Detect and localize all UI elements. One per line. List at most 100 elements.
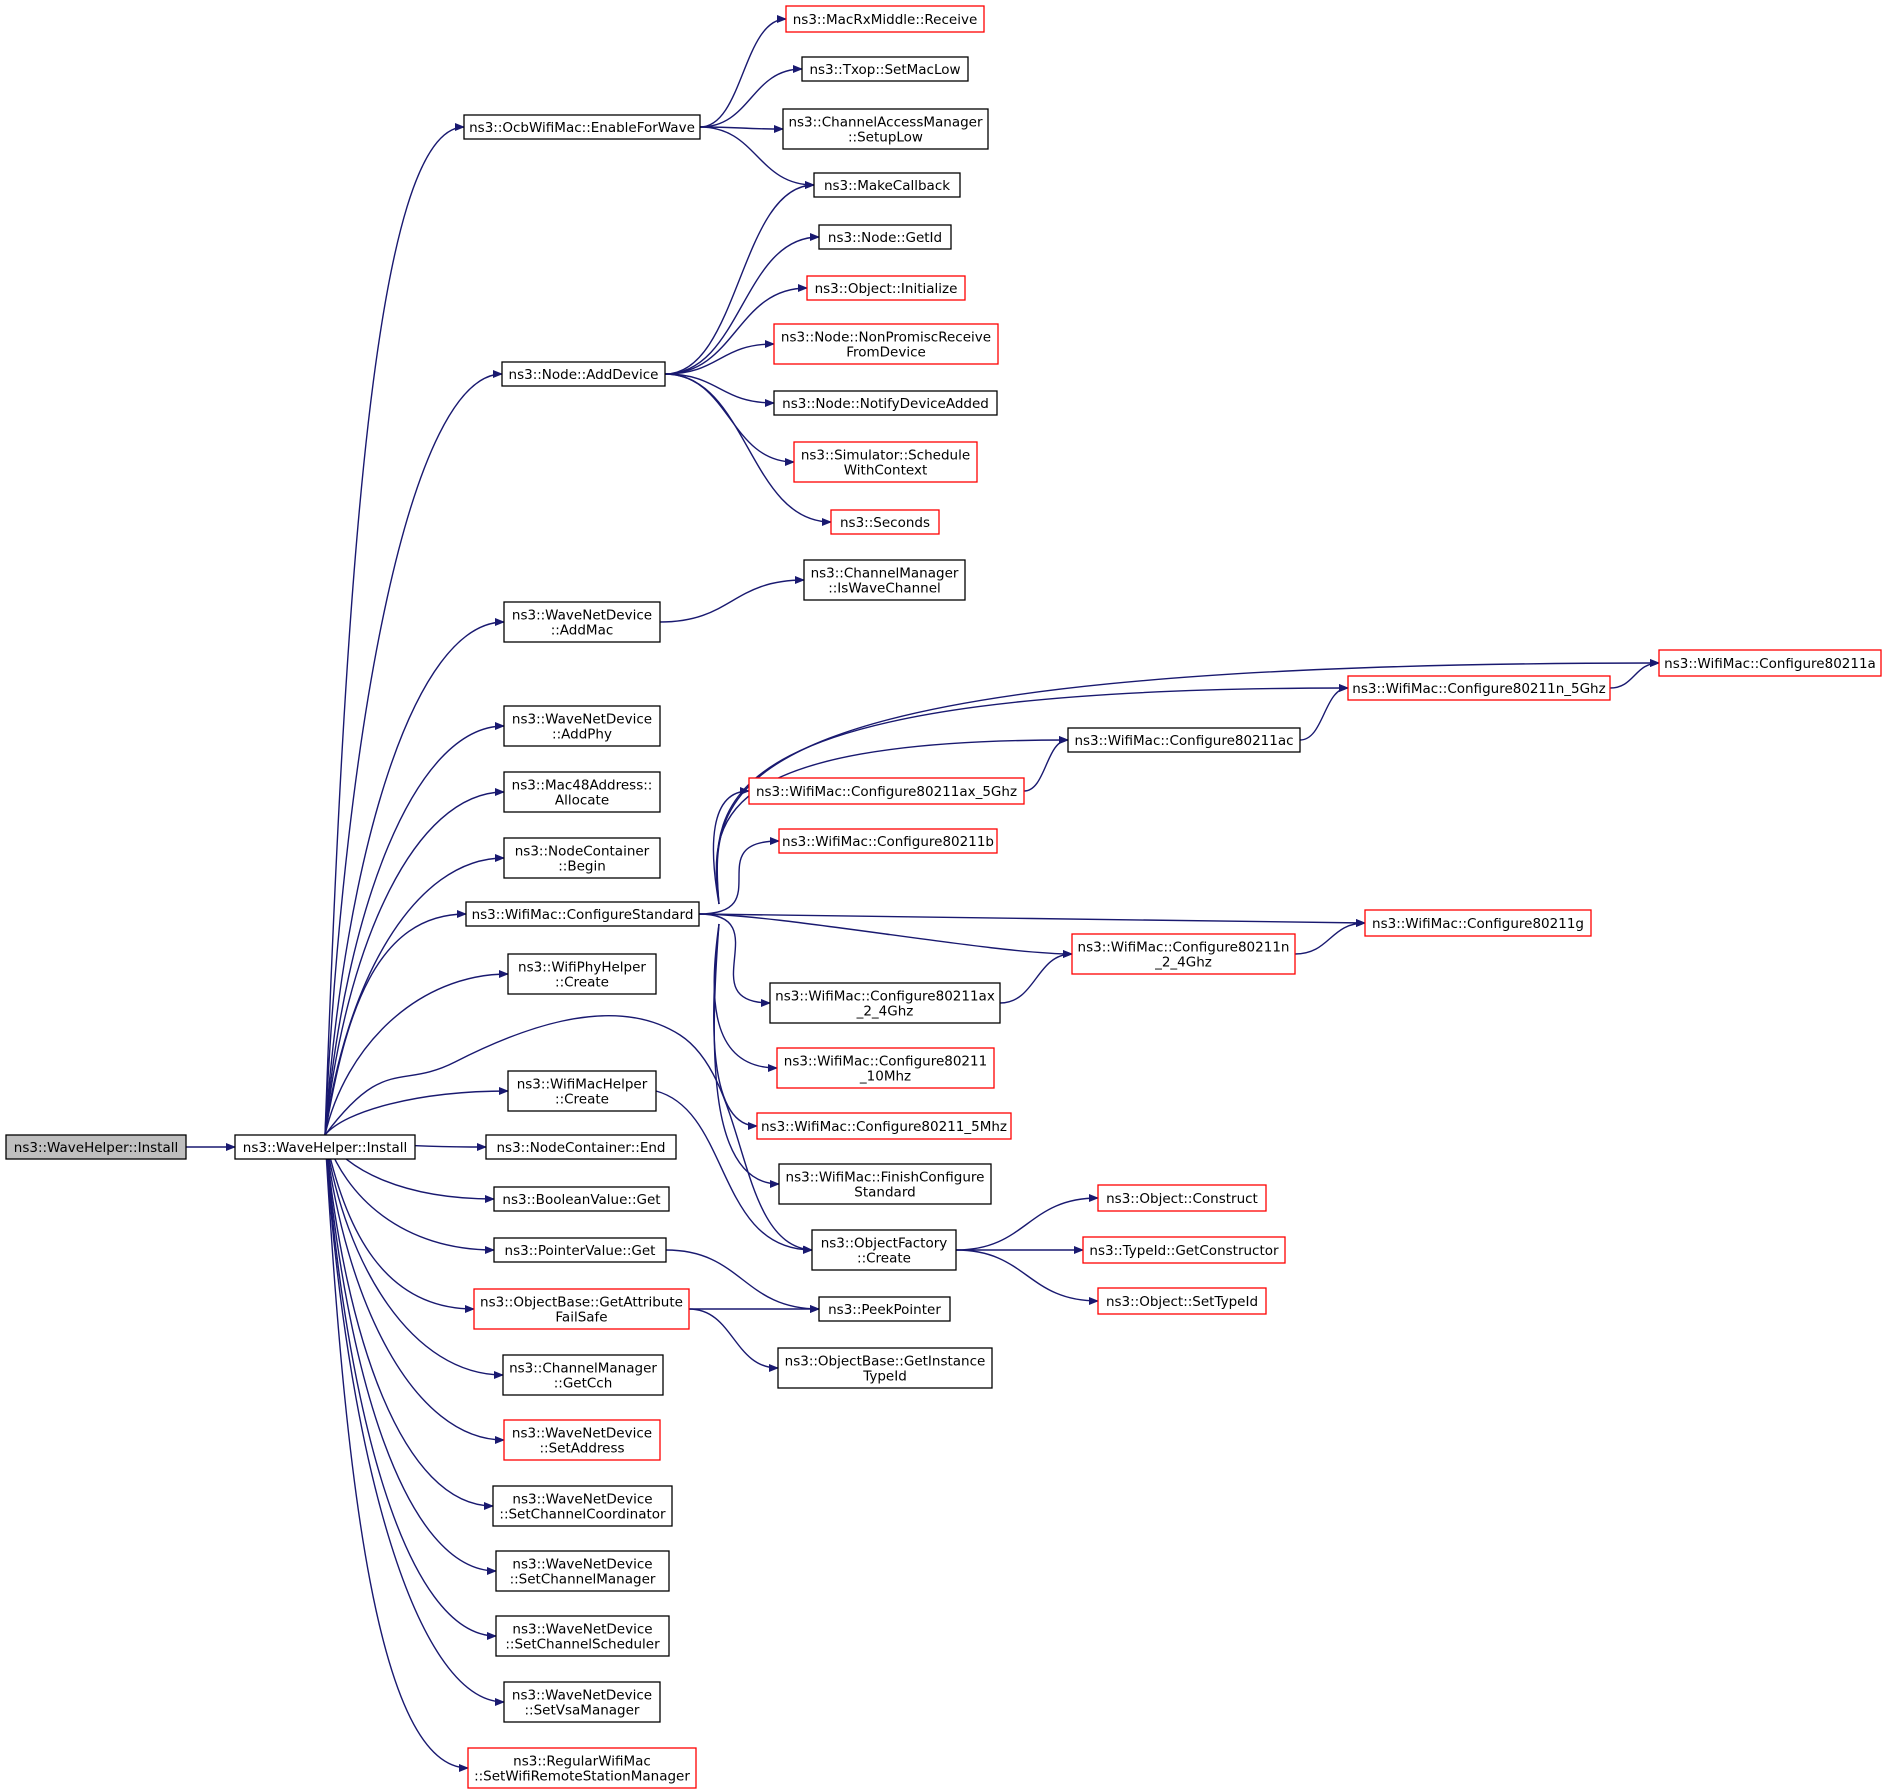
- node-mac48-allocate[interactable]: ns3::Mac48Address::Allocate: [503, 771, 661, 813]
- node-wifimac-5mhz[interactable]: ns3::WifiMac::Configure80211_5Mhz: [756, 1112, 1012, 1140]
- node-node-adddevice[interactable]: ns3::Node::AddDevice: [501, 361, 666, 387]
- node-wnd-setcs[interactable]: ns3::WaveNetDevice::SetChannelScheduler: [495, 1615, 670, 1657]
- node-of-create[interactable]: ns3::ObjectFactory::Create: [811, 1229, 957, 1271]
- node-wnd-setcm[interactable]: ns3::WaveNetDevice::SetChannelManager: [495, 1550, 670, 1592]
- node-wifimac-11n5[interactable]: ns3::WifiMac::Configure80211n_5Ghz: [1347, 675, 1611, 701]
- node-label: ns3::TypeId::GetConstructor: [1089, 1243, 1279, 1259]
- node-cm-iswave[interactable]: ns3::ChannelManager::IsWaveChannel: [803, 559, 966, 601]
- edge-install-to-nc-begin: [324, 854, 505, 1136]
- node-seconds[interactable]: ns3::Seconds: [830, 509, 940, 535]
- node-box: [473, 1288, 690, 1330]
- node-wifimac-11n24[interactable]: ns3::WifiMac::Configure80211n_2_4Ghz: [1071, 933, 1296, 975]
- node-obj-settypeid[interactable]: ns3::Object::SetTypeId: [1097, 1287, 1267, 1315]
- node-install[interactable]: ns3::WaveHelper::Install: [234, 1134, 416, 1160]
- edge-wnd-addmac-to-cm-iswave: [659, 576, 805, 623]
- node-rwm-setrsm[interactable]: ns3::RegularWifiMac::SetWifiRemoteStatio…: [467, 1747, 697, 1789]
- node-box: [793, 441, 978, 483]
- node-label: _10Mhz: [859, 1069, 911, 1085]
- edge-wifimac-configstd-to-wifimac-finish: [713, 923, 780, 1188]
- node-wnd-addmac[interactable]: ns3::WaveNetDevice::AddMac: [503, 601, 661, 643]
- node-wifimachelper-create[interactable]: ns3::WifiMacHelper::Create: [507, 1070, 657, 1112]
- node-label: ns3::ObjectFactory: [821, 1236, 948, 1252]
- node-box: [503, 705, 661, 747]
- node-label: ::SetChannelManager: [510, 1572, 656, 1588]
- edge-install-to-cm-getcch: [324, 1134, 504, 1379]
- edge-install-to-wifimachelper-create: [324, 1087, 509, 1136]
- node-box: [495, 1615, 670, 1657]
- edge-wifimac-configstd-to-wifimac-11ax5: [712, 787, 750, 905]
- node-label: ns3::Simulator::Schedule: [801, 448, 970, 464]
- node-macrx-receive[interactable]: ns3::MacRxMiddle::Receive: [785, 5, 985, 33]
- node-wifimac-11ac[interactable]: ns3::WifiMac::Configure80211ac: [1067, 727, 1301, 753]
- node-label: ns3::WifiMac::Configure80211g: [1372, 916, 1584, 932]
- node-box: [818, 1296, 951, 1322]
- node-label: ns3::WaveNetDevice: [512, 1426, 652, 1442]
- node-label: ns3::Node::NonPromiscReceive: [781, 330, 991, 346]
- node-wifimac-11a[interactable]: ns3::WifiMac::Configure80211a: [1658, 649, 1882, 677]
- node-wifimac-11g[interactable]: ns3::WifiMac::Configure80211g: [1364, 909, 1592, 937]
- node-box: [778, 1163, 992, 1205]
- node-label: ns3::ChannelManager: [509, 1361, 657, 1377]
- node-box: [818, 224, 952, 250]
- node-nc-end[interactable]: ns3::NodeContainer::End: [485, 1134, 677, 1160]
- node-nc-begin[interactable]: ns3::NodeContainer::Begin: [503, 837, 661, 879]
- node-box: [801, 56, 969, 82]
- node-wifimac-10mhz[interactable]: ns3::WifiMac::Configure80211_10Mhz: [776, 1047, 995, 1089]
- edge-install-to-of-create: [324, 1014, 813, 1254]
- node-ptr-get[interactable]: ns3::PointerValue::Get: [493, 1237, 667, 1263]
- node-box: [811, 1229, 957, 1271]
- node-wifimac-11b[interactable]: ns3::WifiMac::Configure80211b: [778, 828, 998, 854]
- node-node-notify[interactable]: ns3::Node::NotifyDeviceAdded: [773, 390, 998, 416]
- node-box: [773, 390, 998, 416]
- node-wifiphy-create[interactable]: ns3::WifiPhyHelper::Create: [507, 953, 657, 995]
- node-box: [493, 1237, 667, 1263]
- node-cam-setuplow[interactable]: ns3::ChannelAccessManager::SetupLow: [782, 108, 989, 150]
- node-object-initialize[interactable]: ns3::Object::Initialize: [806, 275, 966, 301]
- node-box: [503, 1419, 661, 1461]
- node-wifimac-11ax24[interactable]: ns3::WifiMac::Configure80211ax_2_4Ghz: [769, 982, 1001, 1024]
- node-wnd-setaddress[interactable]: ns3::WaveNetDevice::SetAddress: [503, 1419, 661, 1461]
- node-label: _2_4Ghz: [1154, 955, 1212, 971]
- node-peekpointer[interactable]: ns3::PeekPointer: [818, 1296, 951, 1322]
- node-makecallback[interactable]: ns3::MakeCallback: [813, 172, 961, 198]
- node-cm-getcch[interactable]: ns3::ChannelManager::GetCch: [502, 1354, 664, 1396]
- node-bool-get[interactable]: ns3::BooleanValue::Get: [493, 1186, 670, 1212]
- node-wnd-addphy[interactable]: ns3::WaveNetDevice::AddPhy: [503, 705, 661, 747]
- node-label: ns3::NodeContainer: [515, 844, 650, 860]
- node-root: ns3::WaveHelper::Install: [5, 1134, 187, 1160]
- node-label: ns3::WaveNetDevice: [512, 1688, 652, 1704]
- edge-install-to-wnd-setaddress: [324, 1134, 505, 1444]
- node-label: ns3::Txop::SetMacLow: [809, 62, 960, 78]
- node-wnd-setcc[interactable]: ns3::WaveNetDevice::SetChannelCoordinato…: [492, 1485, 673, 1527]
- edge-wifimac-configstd-to-wifimac-10mhz: [713, 923, 778, 1072]
- node-label: ::SetChannelCoordinator: [499, 1507, 666, 1523]
- node-box: [782, 108, 989, 150]
- node-box: [803, 559, 966, 601]
- node-box: [485, 1134, 677, 1160]
- node-label: FailSafe: [555, 1310, 607, 1326]
- node-label: ::SetupLow: [848, 130, 923, 146]
- edge-wifimac-configstd-to-wifimac-11ac: [715, 736, 1069, 905]
- node-label: ns3::WifiMac::Configure80211n_5Ghz: [1352, 681, 1605, 697]
- node-label: ns3::Mac48Address::: [512, 778, 653, 794]
- node-label: ns3::Node::GetId: [828, 230, 942, 246]
- node-node-getid[interactable]: ns3::Node::GetId: [818, 224, 952, 250]
- node-label: ns3::MakeCallback: [824, 178, 950, 194]
- node-label: ns3::WaveNetDevice: [512, 712, 652, 728]
- node-wifimac-11ax5[interactable]: ns3::WifiMac::Configure80211ax_5Ghz: [748, 777, 1025, 805]
- edge-node-adddevice-to-node-nonpromisc: [664, 340, 775, 375]
- edge-install-to-wnd-addmac: [324, 618, 505, 1136]
- node-typeid-getctor[interactable]: ns3::TypeId::GetConstructor: [1082, 1236, 1286, 1264]
- node-ocb-enable[interactable]: ns3::OcbWifiMac::EnableForWave: [463, 114, 701, 140]
- node-box: [503, 771, 661, 813]
- node-wnd-setvsa[interactable]: ns3::WaveNetDevice::SetVsaManager: [503, 1681, 661, 1723]
- node-obj-construct[interactable]: ns3::Object::Construct: [1097, 1184, 1267, 1212]
- node-txop-setmaclow[interactable]: ns3::Txop::SetMacLow: [801, 56, 969, 82]
- node-wifimac-configstd[interactable]: ns3::WifiMac::ConfigureStandard: [465, 901, 700, 927]
- node-box: [1347, 675, 1611, 701]
